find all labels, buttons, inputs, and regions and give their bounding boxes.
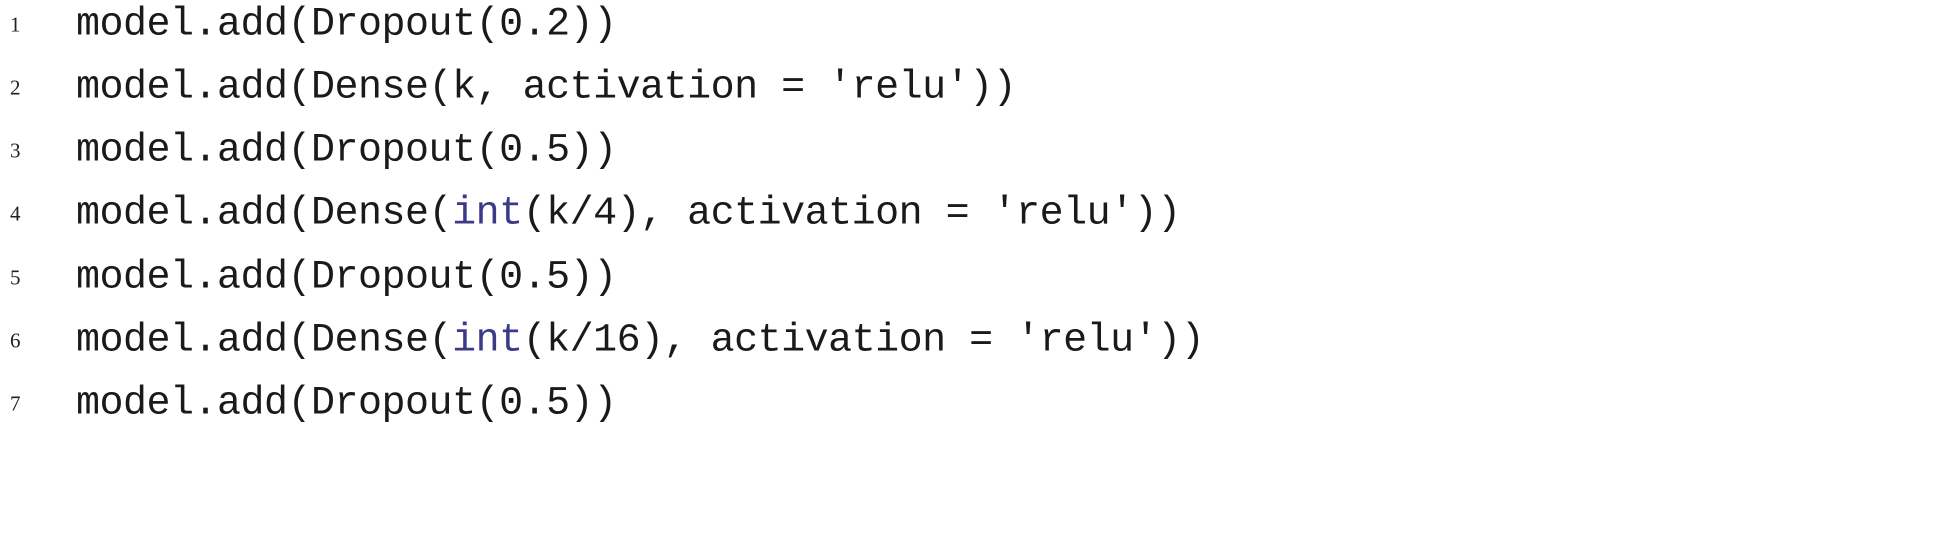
- builtin-keyword: int: [452, 318, 523, 364]
- code-line: 4 model.add(Dense(int(k/4), activation =…: [0, 184, 1951, 244]
- code-segment: model.add(Dropout(0.2)): [76, 2, 617, 48]
- code-segment: model.add(Dropout(0.5)): [76, 381, 617, 427]
- code-segment: model.add(Dropout(0.5)): [76, 128, 617, 174]
- code-segment: model.add(Dropout(0.5)): [76, 255, 617, 301]
- code-segment: model.add(Dense(k, activation = 'relu')): [76, 65, 1017, 111]
- code-text: model.add(Dropout(0.5)): [76, 256, 617, 301]
- line-number: 6: [10, 328, 21, 353]
- code-segment: model.add(Dense(: [76, 318, 453, 364]
- code-text: model.add(Dense(int(k/16), activation = …: [76, 318, 1205, 364]
- code-text: model.add(Dense(int(k/4), activation = '…: [76, 192, 1181, 237]
- code-line: 3 model.add(Dropout(0.5)): [0, 121, 1951, 181]
- code-text: model.add(Dropout(0.5)): [76, 129, 617, 174]
- line-number: 5: [10, 265, 21, 290]
- code-text: model.add(Dense(k, activation = 'relu')): [76, 65, 1017, 111]
- line-number: 1: [10, 12, 21, 37]
- line-number: 4: [10, 201, 21, 226]
- code-line: 2 model.add(Dense(k, activation = 'relu'…: [0, 58, 1951, 118]
- code-line: 6 model.add(Dense(int(k/16), activation …: [0, 311, 1951, 371]
- code-text: model.add(Dropout(0.5)): [76, 382, 617, 427]
- code-text: model.add(Dropout(0.2)): [76, 3, 617, 48]
- code-line: 5 model.add(Dropout(0.5)): [0, 248, 1951, 308]
- builtin-keyword: int: [452, 191, 523, 237]
- line-number: 7: [10, 391, 21, 416]
- code-segment: (k/16), activation = 'relu')): [522, 318, 1205, 364]
- code-line: 7 model.add(Dropout(0.5)): [0, 374, 1951, 434]
- code-segment: (k/4), activation = 'relu')): [522, 191, 1182, 237]
- line-number: 2: [10, 75, 21, 100]
- code-segment: model.add(Dense(: [76, 191, 453, 237]
- code-line: 1 model.add(Dropout(0.2)): [0, 0, 1951, 55]
- line-number: 3: [10, 138, 21, 163]
